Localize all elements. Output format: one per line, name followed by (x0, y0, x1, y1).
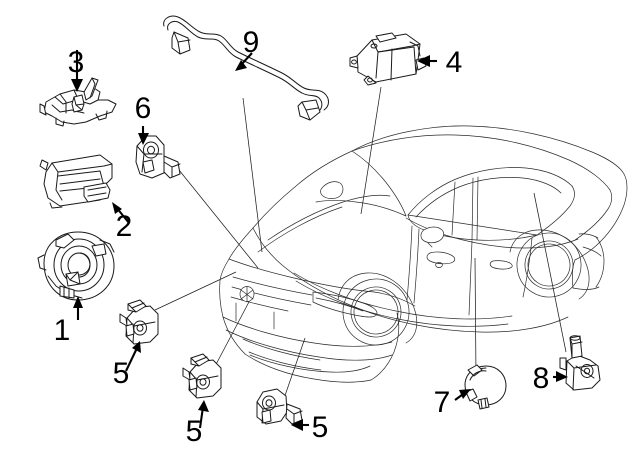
callout-number-6: 6 (135, 92, 152, 125)
part-8-rollover-sensor (559, 335, 601, 391)
callout-number-5a: 5 (113, 357, 130, 390)
part-5c-impact-sensor (256, 388, 303, 425)
callout-number-1: 1 (54, 314, 71, 347)
callout-number-4: 4 (446, 46, 463, 79)
callout-number-2: 2 (116, 210, 133, 243)
part-9-wiring-harness (163, 15, 329, 121)
part-5b-impact-sensor (182, 353, 222, 399)
callout-arrows (71, 50, 568, 431)
part-6-side-impact-sensor (135, 135, 181, 179)
callout-number-9: 9 (243, 26, 260, 59)
part-3-airbag-bracket (39, 77, 117, 127)
part-2-knee-airbag-module (39, 154, 113, 209)
callout-number-5b: 5 (186, 415, 203, 448)
callout-labels: 1 2 3 4 5 5 5 6 7 8 9 (54, 26, 550, 448)
part-7-pressure-sensor (464, 364, 507, 410)
part-5a-impact-sensor (119, 299, 159, 345)
vehicle-body-illustration (219, 125, 628, 383)
part-4-airbag-control-module (349, 32, 427, 86)
callout-number-7: 7 (434, 386, 451, 419)
part-1-clock-spring (37, 231, 115, 301)
callout-number-3: 3 (68, 46, 85, 79)
callout-number-5c: 5 (312, 411, 329, 444)
callout-number-8: 8 (533, 362, 550, 395)
